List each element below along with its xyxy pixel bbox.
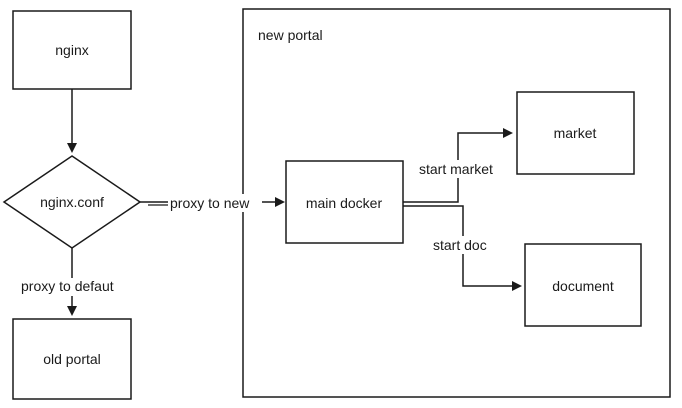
proxy-to-default-label: proxy to defaut	[21, 278, 114, 294]
start-doc-label: start doc	[433, 237, 487, 253]
document-label: document	[552, 278, 614, 294]
market-label: market	[554, 125, 597, 141]
start-market-label: start market	[419, 161, 493, 177]
main-docker-label: main docker	[306, 195, 383, 211]
main-docker-node	[285, 160, 404, 244]
proxy-to-new-label-bg	[168, 194, 262, 212]
proxy-to-default-label-bg	[18, 278, 134, 296]
proxy-to-new-label: proxy to new	[170, 195, 250, 211]
nginx-conf-label: nginx.conf	[40, 194, 104, 210]
new-portal-label: new portal	[258, 27, 323, 43]
nginx-label: nginx	[55, 42, 88, 58]
start-doc-label-bg	[430, 236, 500, 254]
document-node	[524, 243, 642, 327]
market-node	[516, 91, 635, 175]
old-portal-node	[12, 318, 132, 400]
old-portal-label: old portal	[43, 351, 101, 367]
start-market-label-bg	[416, 160, 508, 178]
